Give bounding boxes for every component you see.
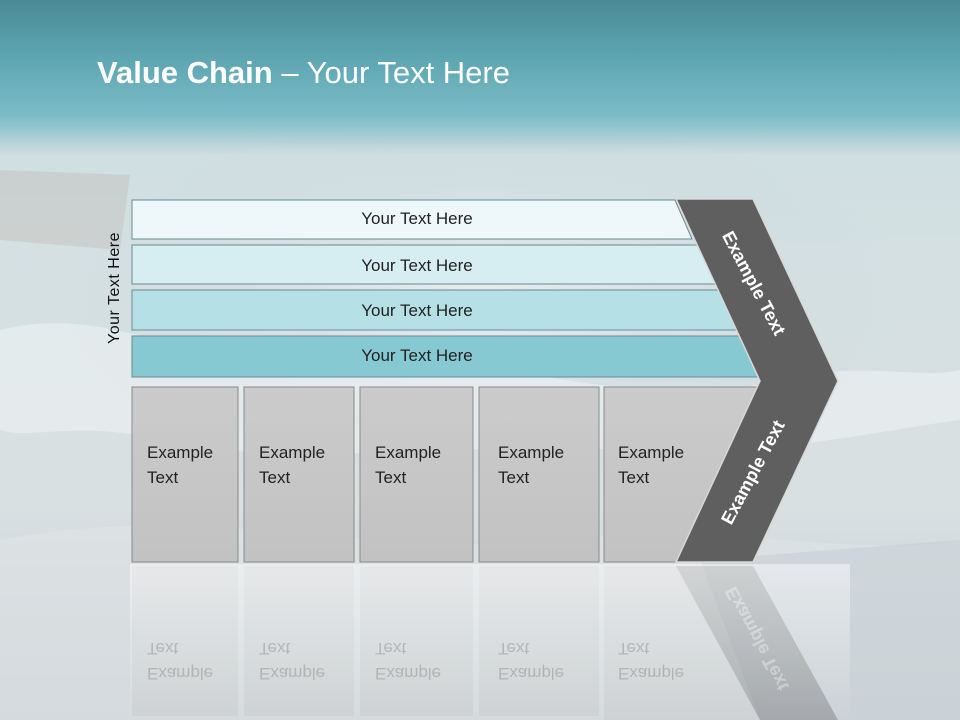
box-2[interactable] — [243, 386, 355, 563]
row-bar-1[interactable] — [131, 199, 693, 240]
chevron-arrow[interactable] — [674, 198, 839, 563]
box-label-5-reflection: Example Text — [618, 639, 685, 683]
row-bar-4[interactable] — [131, 335, 764, 378]
box-3[interactable] — [359, 386, 474, 563]
box-label-3-reflection: Example Text — [375, 639, 442, 683]
box-label-3: Example Text — [375, 443, 442, 487]
row-bar-2[interactable] — [131, 244, 717, 285]
title-bold: Value Chain — [97, 55, 273, 90]
box-1[interactable] — [131, 386, 239, 563]
box-4[interactable] — [478, 386, 600, 563]
reflection-fade — [130, 564, 850, 720]
box-label-4: Example Text — [498, 443, 565, 487]
box-label-2: Example Text — [259, 443, 326, 487]
title-rest: – Your Text Here — [272, 55, 510, 90]
box-label-1-reflection: Example Text — [147, 639, 214, 683]
box-label-5: Example Text — [618, 443, 685, 487]
box-label-1: Example Text — [147, 443, 214, 487]
box-label-2-reflection: Example Text — [259, 639, 326, 683]
row-bar-3[interactable] — [131, 289, 741, 331]
header-band — [0, 0, 960, 155]
box-label-4-reflection: Example Text — [498, 639, 565, 683]
slide-title: Value Chain – Your Text Here — [97, 55, 510, 91]
